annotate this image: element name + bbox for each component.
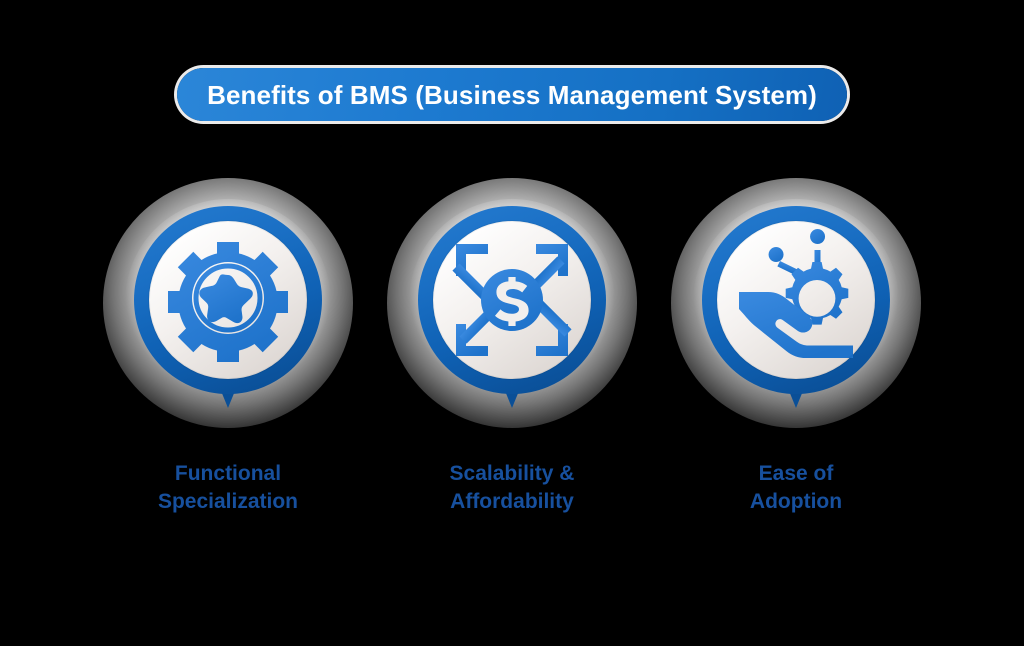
- benefit-label: Scalability & Affordability: [449, 462, 575, 513]
- benefit-card-scalability-affordability[interactable]: Scalability & Affordability: [387, 178, 637, 515]
- page-title: Benefits of BMS (Business Management Sys…: [207, 79, 817, 110]
- badge-ease-of-adoption: [692, 196, 900, 428]
- badge-functional-specialization: [124, 196, 332, 428]
- benefits-row: Functional Specialization: [0, 178, 1024, 515]
- benefit-label: Ease of Adoption: [749, 462, 843, 513]
- badge-scalability-affordability: [408, 196, 616, 428]
- benefit-label: Functional Specialization: [157, 462, 299, 513]
- title-banner: Benefits of BMS (Business Management Sys…: [0, 68, 1024, 121]
- dollar-expand-arrows-icon: [452, 244, 572, 356]
- benefit-card-ease-of-adoption[interactable]: Ease of Adoption: [671, 178, 921, 515]
- benefit-card-functional-specialization[interactable]: Functional Specialization: [103, 178, 353, 515]
- gear-star-icon: [168, 242, 288, 362]
- title-pill: Benefits of BMS (Business Management Sys…: [177, 68, 847, 121]
- hand-holding-gear-icon: [739, 229, 853, 358]
